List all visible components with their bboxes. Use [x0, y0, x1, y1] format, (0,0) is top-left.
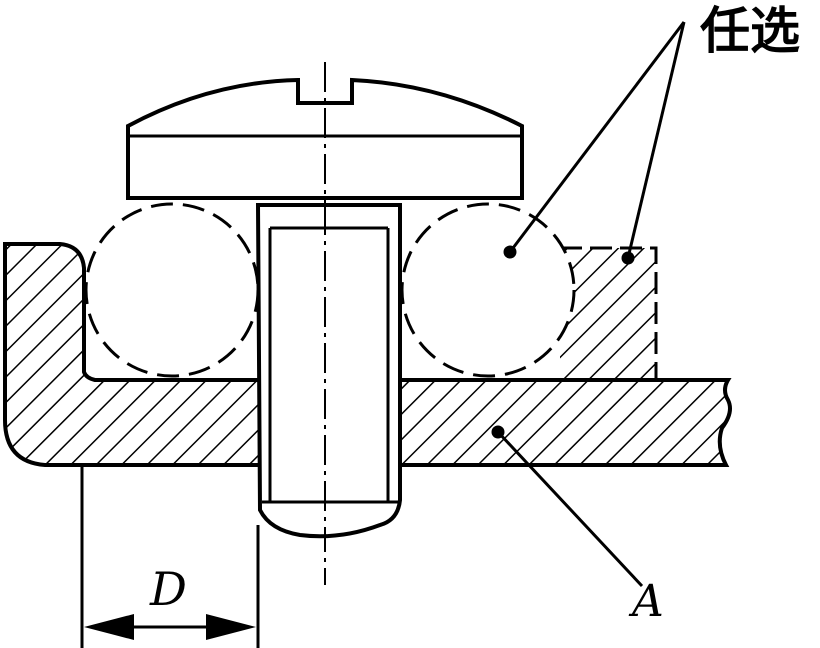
dimension-d: [80, 465, 260, 648]
arrow-right-icon: [206, 614, 256, 640]
right-plate-section: [398, 378, 732, 467]
label-part-a: A: [632, 576, 664, 627]
screw-shank: [255, 203, 402, 539]
ball-left: [84, 202, 260, 378]
arrow-left-icon: [84, 614, 134, 640]
ball-right: [400, 202, 576, 378]
left-plate-section: [3, 242, 262, 467]
optional-block-right: [560, 246, 658, 380]
screw-head: [126, 62, 524, 200]
label-dimension-d: D: [150, 562, 187, 616]
optional-leader-lines: [503, 21, 686, 265]
part-a-leader-line: [491, 425, 644, 588]
label-optional: 任选: [700, 2, 800, 60]
